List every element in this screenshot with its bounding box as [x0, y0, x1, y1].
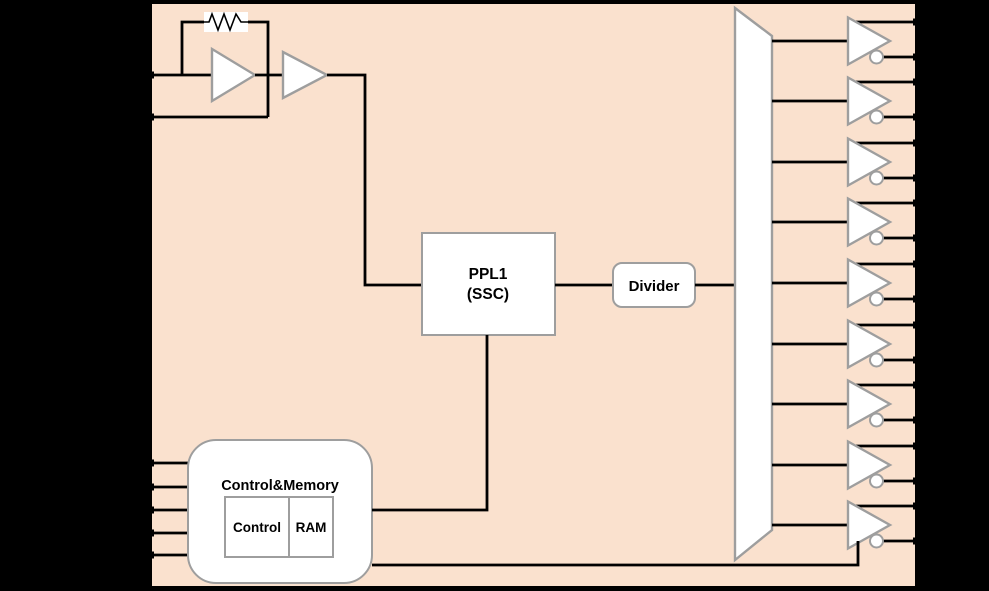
inversion-bubble-icon — [869, 291, 884, 307]
output-buffer — [772, 196, 920, 248]
oscillator-section — [147, 11, 422, 287]
inversion-bubble-icon — [869, 170, 884, 186]
output-pin — [913, 321, 920, 329]
output-pin — [913, 502, 920, 510]
trapezoid-fanout-icon — [733, 5, 774, 563]
output-buffer — [772, 499, 920, 551]
xtal-pin-2 — [147, 113, 154, 121]
output-pin — [913, 477, 920, 485]
osc-to-pll-wire — [327, 73, 422, 287]
control-input-pin — [147, 551, 154, 559]
buffer-amplifier-icon — [281, 50, 330, 100]
output-pin — [913, 234, 920, 242]
control-memory-block: Control&Memory Control RAM — [147, 335, 860, 584]
triangle-buffer-icon — [846, 439, 893, 491]
control-input-pin — [147, 483, 154, 491]
oscillator-amplifier-icon — [210, 46, 258, 104]
output-buffer — [772, 136, 920, 188]
inversion-bubble-icon — [869, 230, 884, 246]
triangle-buffer-icon — [846, 75, 893, 127]
output-buffer — [772, 257, 920, 309]
triangle-buffer-icon — [846, 257, 893, 309]
control-to-pll-wire — [372, 335, 489, 512]
pll-label-line2: (SSC) — [467, 286, 509, 303]
triangle-buffer-icon — [846, 196, 893, 248]
inversion-bubble-icon — [869, 352, 884, 368]
output-pin — [913, 53, 920, 61]
control-to-output-wire — [372, 541, 860, 567]
pll-label-line1: PPL1 — [469, 266, 508, 283]
output-pin — [913, 199, 920, 207]
output-buffer — [772, 378, 920, 430]
triangle-buffer-icon — [846, 499, 893, 551]
xtal-pin-1 — [147, 71, 154, 79]
pll-block: PPL1 (SSC) — [421, 232, 556, 336]
output-pin — [913, 260, 920, 268]
output-pin — [913, 416, 920, 424]
triangle-buffer-icon — [846, 15, 893, 67]
triangle-buffer-icon — [846, 318, 893, 370]
ram-box — [288, 496, 334, 558]
ram-label: RAM — [296, 520, 327, 535]
output-pin — [913, 78, 920, 86]
output-pin — [913, 381, 920, 389]
control-box — [224, 496, 290, 558]
feedback-resistor-icon — [204, 11, 248, 33]
inversion-bubble-icon — [869, 473, 884, 489]
output-pin — [913, 18, 920, 26]
triangle-buffer-icon — [846, 136, 893, 188]
output-buffer — [772, 15, 920, 67]
feedback-wire-right — [248, 20, 270, 117]
output-buffer — [772, 75, 920, 127]
output-pin — [913, 113, 920, 121]
output-pin — [913, 537, 920, 545]
output-pin — [913, 295, 920, 303]
output-pin — [913, 356, 920, 364]
output-buffer — [772, 439, 920, 491]
control-input-pin — [147, 459, 154, 467]
output-pin — [913, 442, 920, 450]
divider-block: Divider — [612, 262, 696, 308]
output-pin — [913, 174, 920, 182]
control-memory-title: Control&Memory — [221, 478, 339, 494]
control-label: Control — [233, 520, 281, 535]
output-pin — [913, 139, 920, 147]
pll-box — [421, 232, 556, 336]
control-input-pin — [147, 529, 154, 537]
inversion-bubble-icon — [869, 49, 884, 65]
inversion-bubble-icon — [869, 412, 884, 428]
divider-label: Divider — [629, 278, 680, 295]
output-buffer — [772, 318, 920, 370]
feedback-wire-left — [180, 20, 204, 75]
triangle-buffer-icon — [846, 378, 893, 430]
inversion-bubble-icon — [869, 533, 884, 549]
control-input-pins — [147, 459, 188, 559]
output-buffer-bank — [772, 15, 920, 551]
inversion-bubble-icon — [869, 109, 884, 125]
control-input-pin — [147, 506, 154, 514]
